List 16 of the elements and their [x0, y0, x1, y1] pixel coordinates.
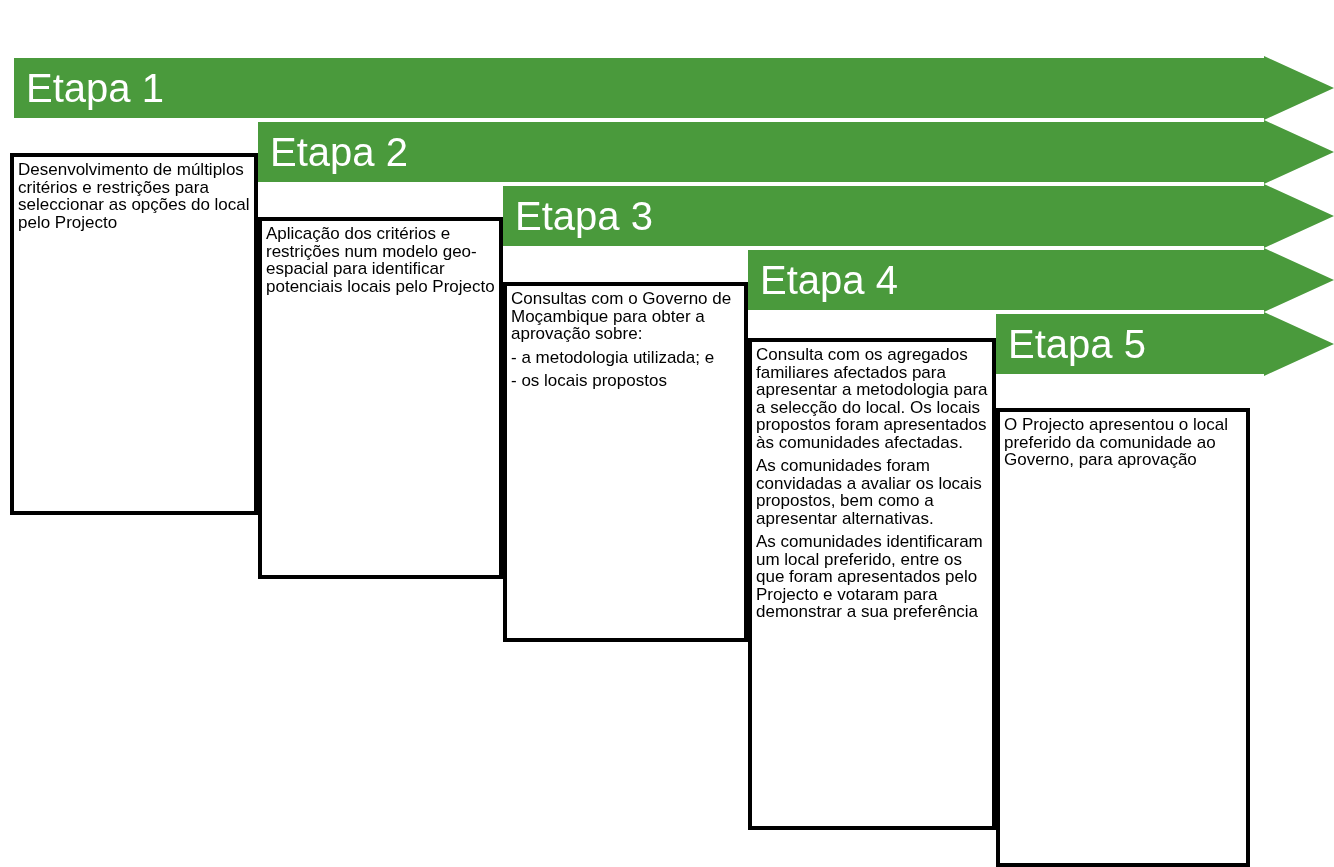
step-heading: Etapa 2: [270, 132, 408, 172]
description-text: Consultas com o Governo de Moçambique para obter a aprovação sobre:: [511, 290, 733, 343]
description-text: As comunidades identificaram um local preferido, entre os que foram apresentados pelo Projecto e votaram para demonstrar a sua preferência: [756, 533, 984, 621]
step-heading: Etapa 4: [760, 260, 898, 300]
step-heading: Etapa 5: [1008, 324, 1146, 364]
description-text: Desenvolvimento de múltiplos critérios e restrições para seleccionar as opções do local pelo Projecto: [18, 161, 250, 231]
step-heading: Etapa 3: [515, 196, 653, 236]
description-text: - a metodologia utilizada; e: [511, 348, 716, 366]
description-text: - os locais propostos: [511, 372, 668, 390]
description-text: As comunidades foram convidadas a avaliar os locais propostos, bem como a apresentar alternativas.: [756, 457, 983, 527]
description-text: Aplicação dos critérios e restrições num modelo geo-espacial para identificar potenciais locais pelo Projecto: [266, 225, 495, 295]
description-text: Consulta com os agregados familiares afectados para apresentar a metodologia para a selecção do local. Os locais propostos foram apresentados às comunidades afectadas.: [756, 346, 988, 451]
description-text: O Projecto apresentou o local preferido da comunidade ao Governo, para aprovação: [1004, 416, 1229, 469]
step-heading: Etapa 1: [26, 68, 164, 108]
step-description-box: [10, 153, 258, 515]
step-description-box: [996, 408, 1250, 867]
